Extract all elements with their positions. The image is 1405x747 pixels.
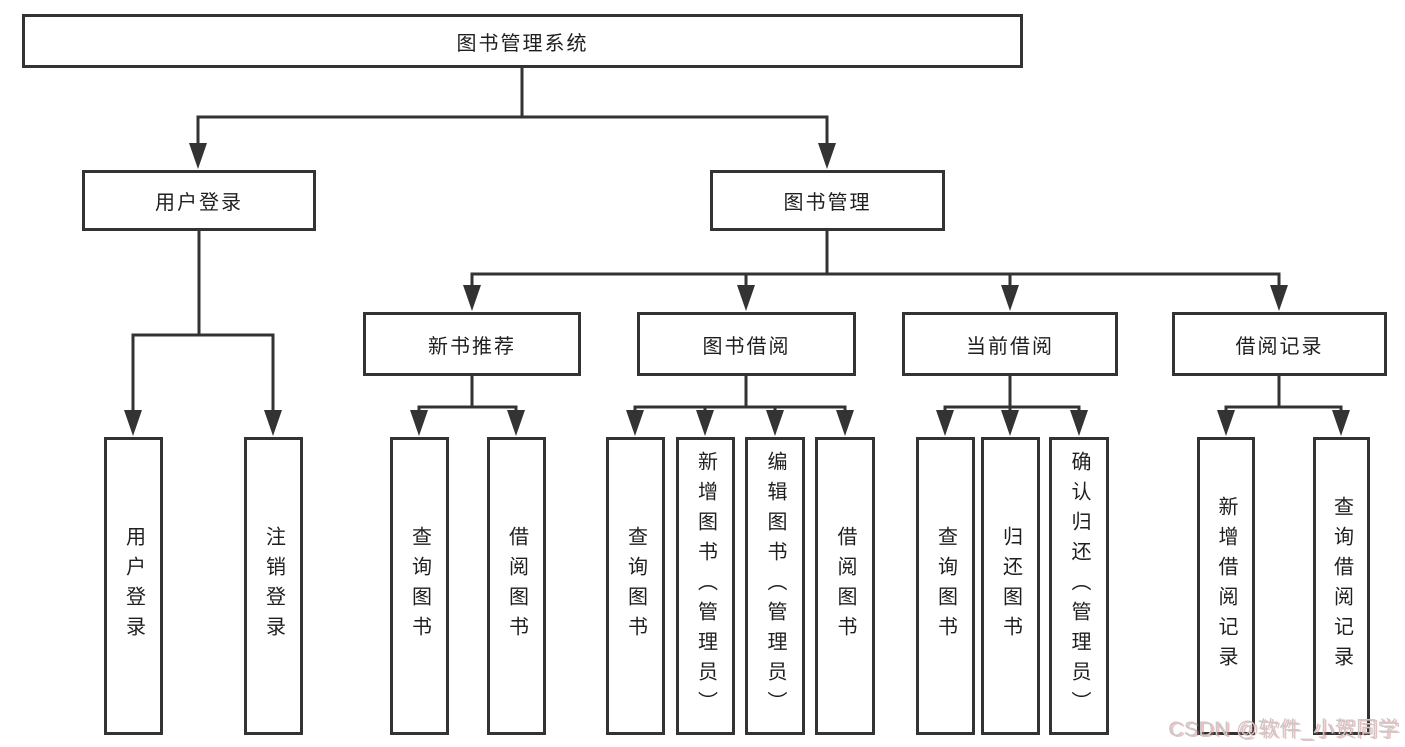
node-book-borrowing: 图书借阅 (637, 312, 856, 376)
node-add-borrow-record: 新增借阅记录 (1197, 437, 1255, 735)
csdn-watermark: CSDN @软件_小贺同学 (1168, 718, 1399, 741)
node-label: 用户登录 (122, 526, 145, 646)
node-borrowing-records: 借阅记录 (1172, 312, 1387, 376)
node-label: 借阅图书 (505, 526, 528, 646)
node-current-borrowing: 当前借阅 (902, 312, 1118, 376)
node-confirm-return-admin: 确认归还（管理员） (1049, 437, 1109, 735)
node-return-books: 归还图书 (981, 437, 1040, 735)
node-query-books-current: 查询图书 (916, 437, 975, 735)
node-label: 注销登录 (262, 526, 285, 646)
node-label: 用户登录 (155, 192, 243, 214)
node-query-books-borrow: 查询图书 (606, 437, 665, 735)
node-label: 归还图书 (999, 526, 1022, 646)
node-label: 借阅记录 (1235, 335, 1324, 358)
node-user-login: 用户登录 (104, 437, 163, 735)
node-label: 当前借阅 (966, 335, 1054, 358)
node-label: 新增借阅记录 (1215, 496, 1237, 676)
node-new-book-recommendation: 新书推荐 (363, 312, 581, 376)
node-label: 图书借阅 (702, 335, 791, 358)
node-label: 查询图书 (408, 526, 431, 646)
node-label: 查询图书 (934, 526, 957, 646)
node-label: 查询图书 (624, 526, 647, 646)
node-user-login-group: 用户登录 (82, 170, 316, 231)
node-book-management: 图书管理 (710, 170, 945, 231)
node-label: 图书管理 (783, 192, 872, 214)
node-add-books-admin: 新增图书（管理员） (676, 437, 735, 735)
node-library-management-system: 图书管理系统 (22, 14, 1023, 68)
node-label: 新增图书（管理员） (694, 451, 717, 721)
node-query-borrow-record: 查询借阅记录 (1313, 437, 1370, 735)
node-borrow-books-recommend: 借阅图书 (487, 437, 546, 735)
node-label: 确认归还（管理员） (1068, 451, 1090, 721)
node-label: 图书管理系统 (456, 32, 589, 55)
node-edit-books-admin: 编辑图书（管理员） (745, 437, 805, 735)
node-label: 编辑图书（管理员） (764, 451, 786, 721)
node-query-books-recommend: 查询图书 (390, 437, 449, 735)
node-borrow-books: 借阅图书 (815, 437, 875, 735)
node-logout: 注销登录 (244, 437, 303, 735)
node-label: 查询借阅记录 (1330, 496, 1353, 676)
node-label: 新书推荐 (428, 335, 516, 358)
node-label: 借阅图书 (834, 526, 856, 646)
